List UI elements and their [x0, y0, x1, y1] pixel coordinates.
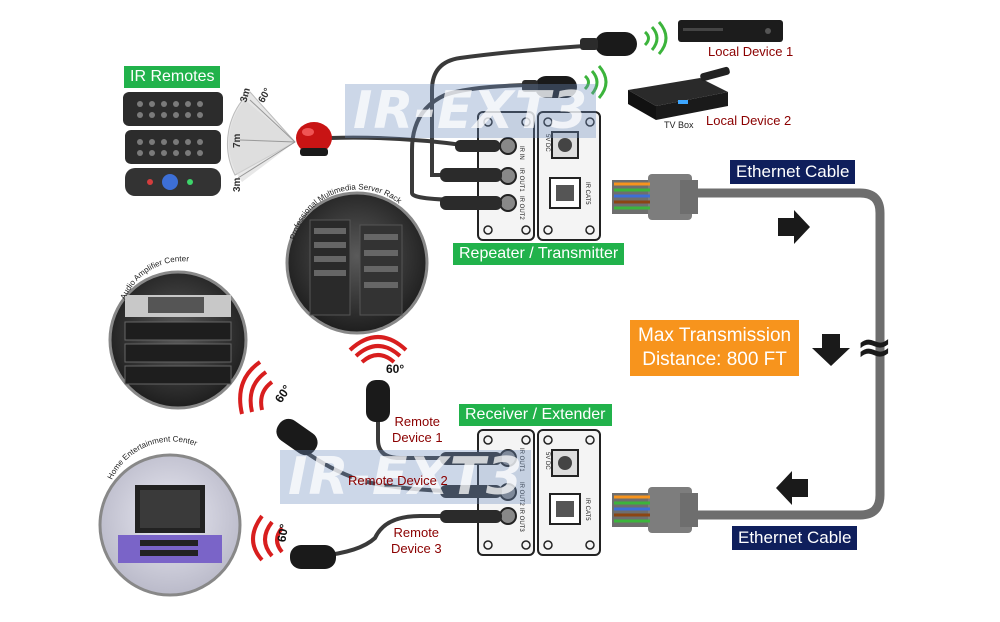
port-label-ir-in: IR IN [518, 146, 524, 160]
port-label-cat5-bottom: IR CAT5 [584, 498, 590, 521]
remote-device-2-label: Remote Device 2 [348, 473, 448, 488]
port-label-ir-out1-bottom: IR OUT1 [518, 448, 524, 472]
receiver-jacks [440, 452, 502, 523]
receiver-unit [477, 429, 601, 556]
remote-device-3-label: Remote Device 3 [391, 525, 442, 557]
arrow-down-icon [812, 334, 850, 366]
emitter-remote-device-2 [276, 418, 318, 456]
arrow-right-icon [778, 210, 810, 244]
remote-device-3-line1: Remote [393, 525, 440, 540]
ir-remotes-group [123, 92, 223, 196]
angle-label-home: 60° [274, 523, 291, 544]
home-entertainment-circle [98, 453, 242, 597]
remote-device-1-line1: Remote [394, 414, 441, 429]
cable-ir-receiver [329, 135, 471, 148]
max-transmission-line1: Max Transmission [638, 325, 792, 346]
rj45-connector-top [612, 174, 698, 220]
port-label-ir-out3-bottom: IR OUT3 [518, 508, 524, 532]
ethernet-cable-bottom-label: Ethernet Cable [732, 526, 858, 550]
emitter-remote-device-1 [366, 380, 390, 422]
audio-amp-circle [108, 270, 248, 410]
cable-local-device-1 [430, 43, 601, 177]
range-label-middle: 7m [232, 133, 243, 148]
port-label-ir-out1-top: IR OUT1 [518, 168, 524, 192]
receiver-extender-label: Receiver / Extender [459, 404, 612, 426]
cable-remote-device-1 [376, 420, 500, 460]
port-label-cat5-top: IR CAT5 [584, 182, 590, 205]
transmitter-jacks [440, 140, 502, 210]
ir-receiver-eye [296, 122, 332, 156]
ir-remotes-label: IR Remotes [124, 66, 221, 88]
ethernet-cable-top-label: Ethernet Cable [730, 160, 856, 184]
emitter-local-device-2 [522, 76, 577, 98]
remote-device-3-line2: Device 3 [391, 541, 442, 556]
angle-label-rack: 60° [386, 362, 404, 376]
ethernet-loop-cable [690, 188, 885, 520]
arrow-left-icon [776, 471, 808, 505]
port-label-5vdc-top: 5V DC [544, 134, 550, 152]
local-device-1-icon [678, 20, 783, 42]
local-device-1-label: Local Device 1 [708, 44, 794, 59]
cable-local-device-2 [410, 83, 533, 202]
range-fan-diagram [227, 91, 296, 182]
port-label-5vdc-bottom: 5V DC [544, 452, 550, 470]
angle-label-amp: 60° [272, 382, 294, 405]
wifi-icon-device-2 [583, 65, 608, 99]
tv-box-label: TV Box [664, 120, 694, 130]
range-label-top: 3m [239, 87, 253, 104]
emitter-remote-device-3 [290, 545, 336, 569]
server-rack-circle [285, 191, 429, 335]
max-transmission-label: Max Transmission Distance: 800 FT [630, 320, 800, 376]
range-label-bottom: 3m [232, 177, 243, 192]
remote-device-1-line2: Device 1 [392, 430, 443, 445]
watermark-bottom: IR-EXT3 [280, 450, 532, 504]
watermark-top: IR-EXT3 [345, 84, 597, 138]
rj45-connector-bottom [612, 487, 698, 533]
tv-box-icon [628, 66, 730, 120]
cable-remote-device-3 [319, 514, 500, 558]
remote-device-1-label: Remote Device 1 [392, 414, 443, 446]
port-label-ir-out2-top: IR OUT2 [518, 196, 524, 220]
port-label-ir-out2-bottom: IR OUT2 [518, 482, 524, 506]
emitter-local-device-1 [580, 32, 637, 56]
signal-icon-rack [348, 335, 408, 364]
signal-icon-home [251, 514, 284, 562]
max-transmission-line2: Distance: 800 FT [642, 349, 787, 370]
wifi-icon-device-1 [643, 21, 668, 55]
local-device-2-label: Local Device 2 [706, 113, 792, 128]
repeater-transmitter-label: Repeater / Transmitter [453, 243, 625, 265]
signal-icon-amp [238, 360, 274, 415]
approx-symbol: ≈ [856, 322, 893, 373]
